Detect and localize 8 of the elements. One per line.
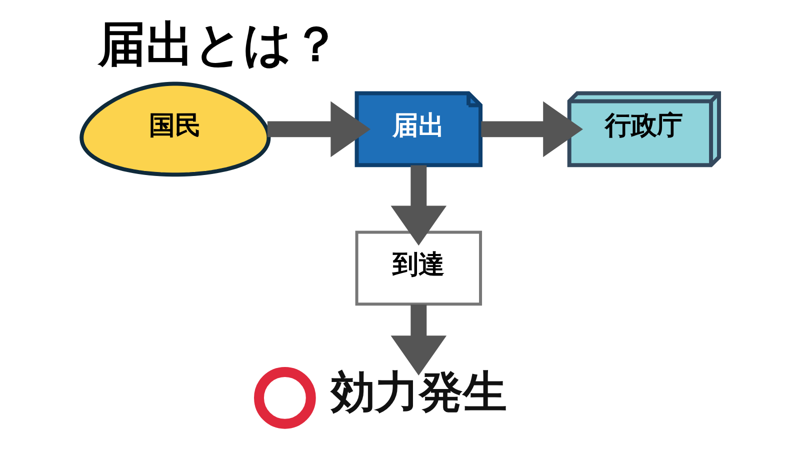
arrow xyxy=(480,101,582,158)
arrow xyxy=(390,165,446,246)
diagram-title: 届出とは？ xyxy=(97,17,340,72)
node-text: 効力発生 xyxy=(330,367,506,418)
node-box: 到達 xyxy=(354,230,482,306)
node-circle xyxy=(254,366,316,429)
arrow xyxy=(266,101,370,158)
arrow xyxy=(390,304,446,376)
